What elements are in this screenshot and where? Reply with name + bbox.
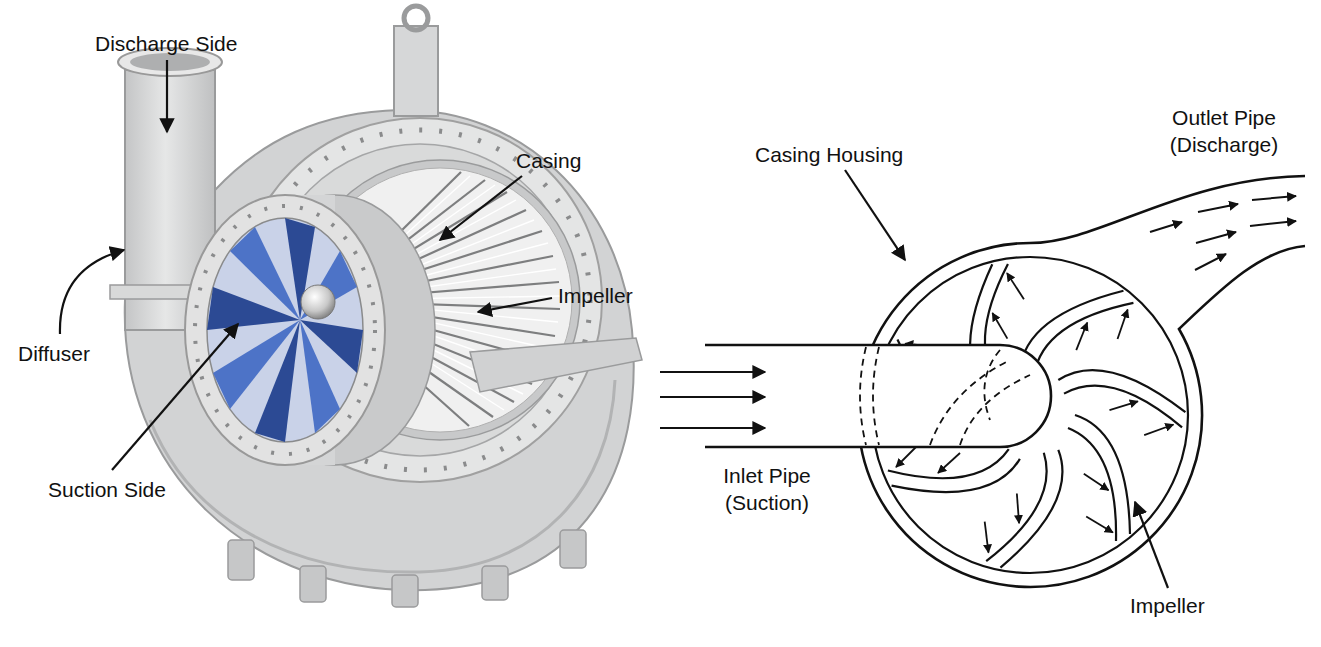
inducer-blades — [207, 218, 363, 442]
hidden-lines — [860, 347, 1030, 445]
part-label: Diffuser — [18, 340, 90, 367]
flow-arrows — [660, 196, 1296, 428]
part-label: Casing Housing — [755, 141, 903, 168]
part-label: Discharge Side — [95, 30, 237, 57]
impeller-hub — [301, 285, 335, 319]
pump-feet — [228, 530, 586, 607]
part-label: Impeller — [558, 282, 633, 309]
pump-schematic — [660, 176, 1305, 587]
leader-lines — [60, 60, 552, 470]
lifting-lug — [394, 26, 438, 116]
part-label: Suction Side — [48, 476, 166, 503]
pump-render — [110, 6, 642, 607]
part-label: Casing — [516, 147, 581, 174]
leader-lines — [845, 170, 1168, 588]
suction-flange — [185, 195, 385, 465]
part-label: Impeller — [1130, 592, 1205, 619]
part-label: Outlet Pipe (Discharge) — [1158, 104, 1290, 159]
part-label: Inlet Pipe (Suction) — [708, 462, 826, 517]
support-arm — [470, 338, 642, 392]
